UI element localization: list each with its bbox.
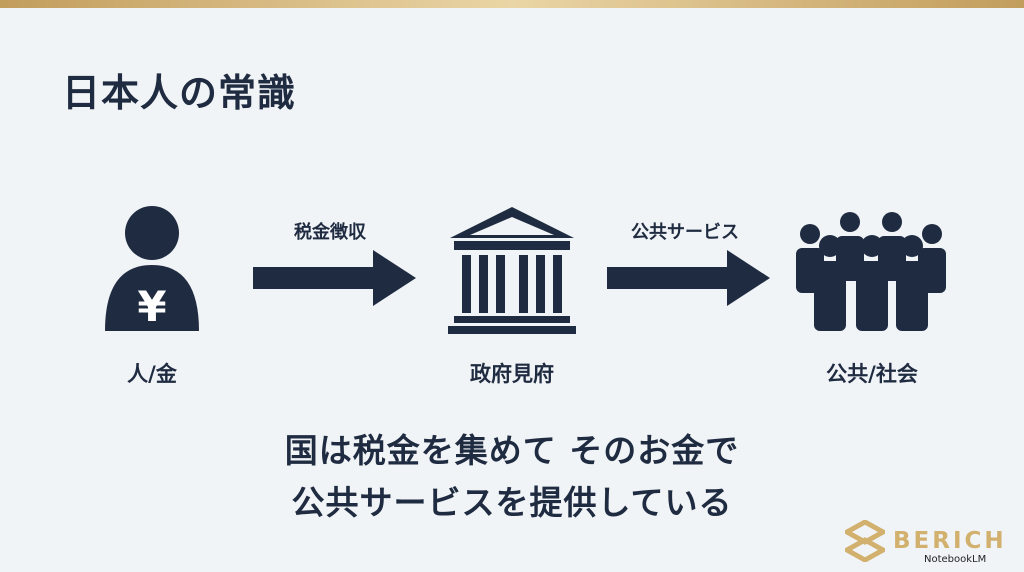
node-label-public: 公共/社会: [826, 362, 918, 386]
arrow-right-icon: [607, 250, 770, 306]
node-label-person: 人/金: [127, 362, 177, 386]
arrow-label-tax: 税金徴収: [294, 222, 366, 243]
people-group-icon: [796, 212, 946, 331]
top-accent-bar: [0, 0, 1024, 8]
arrow-right-icon: [253, 250, 416, 306]
brand-logo: BERICH: [845, 520, 1007, 562]
yen-symbol: ¥: [137, 282, 166, 331]
message-line-1: 国は税金を集めて そのお金で: [284, 431, 740, 470]
person-money-icon: ¥: [105, 206, 199, 331]
node-label-government: 政府見府: [470, 362, 554, 386]
government-building-icon: [448, 207, 576, 334]
notebooklm-credit: NotebookLM: [924, 554, 987, 565]
arrow-label-services: 公共サービス: [631, 222, 739, 243]
brand-name: BERICH: [893, 528, 1007, 554]
berich-logo-icon: [845, 520, 885, 562]
message-line-2: 公共サービスを提供している: [291, 483, 733, 522]
page-title: 日本人の常識: [62, 71, 297, 115]
